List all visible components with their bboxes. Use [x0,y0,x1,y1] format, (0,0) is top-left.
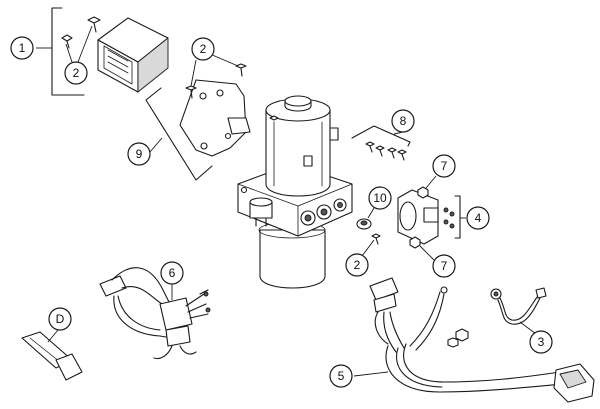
bracket-group-1 [36,7,85,96]
svg-text:2: 2 [354,258,361,272]
svg-text:8: 8 [400,114,407,128]
callout-9: 9 [127,142,151,166]
svg-text:4: 4 [475,211,482,225]
callout-7-lower: 7 [432,254,456,278]
wiring-harness-6 [99,267,211,360]
bracket-group-9 [145,87,213,181]
svg-text:10: 10 [373,191,387,205]
svg-text:9: 9 [136,147,143,161]
callout-4: 4 [466,206,490,230]
pump-reservoir [258,221,326,289]
ground-cable-3 [490,287,547,335]
callout-2-module: 2 [64,61,88,85]
pump-motor [265,95,339,197]
callout-2-lower: 2 [345,253,369,277]
mounting-bracket [179,53,251,157]
callout-2-bracket: 2 [191,37,215,61]
nut-7-lower [409,236,435,261]
callout-5: 5 [329,364,353,388]
svg-text:7: 7 [441,259,448,273]
screw-group-1 [61,16,101,63]
screw-set-8 [365,141,407,161]
cap-10 [356,207,375,230]
control-module [97,17,169,93]
solenoid [397,189,466,245]
callout-8: 8 [391,109,415,133]
main-harness-5 [353,277,595,403]
callout-7-upper: 7 [432,154,456,178]
svg-text:1: 1 [19,41,26,55]
svg-text:6: 6 [169,266,176,280]
svg-text:5: 5 [338,369,345,383]
callout-6: 6 [160,261,184,285]
callout-d: D [48,307,72,331]
callout-10: 10 [368,186,392,210]
svg-text:D: D [56,312,65,326]
callout-3: 3 [529,330,553,354]
svg-text:3: 3 [538,335,545,349]
screw-2-lower [361,233,381,257]
svg-text:7: 7 [441,159,448,173]
callout-1: 1 [10,36,34,60]
strap-d [21,329,83,381]
svg-text:2: 2 [200,42,207,56]
svg-text:2: 2 [73,66,80,80]
nut-7-upper [417,175,437,199]
